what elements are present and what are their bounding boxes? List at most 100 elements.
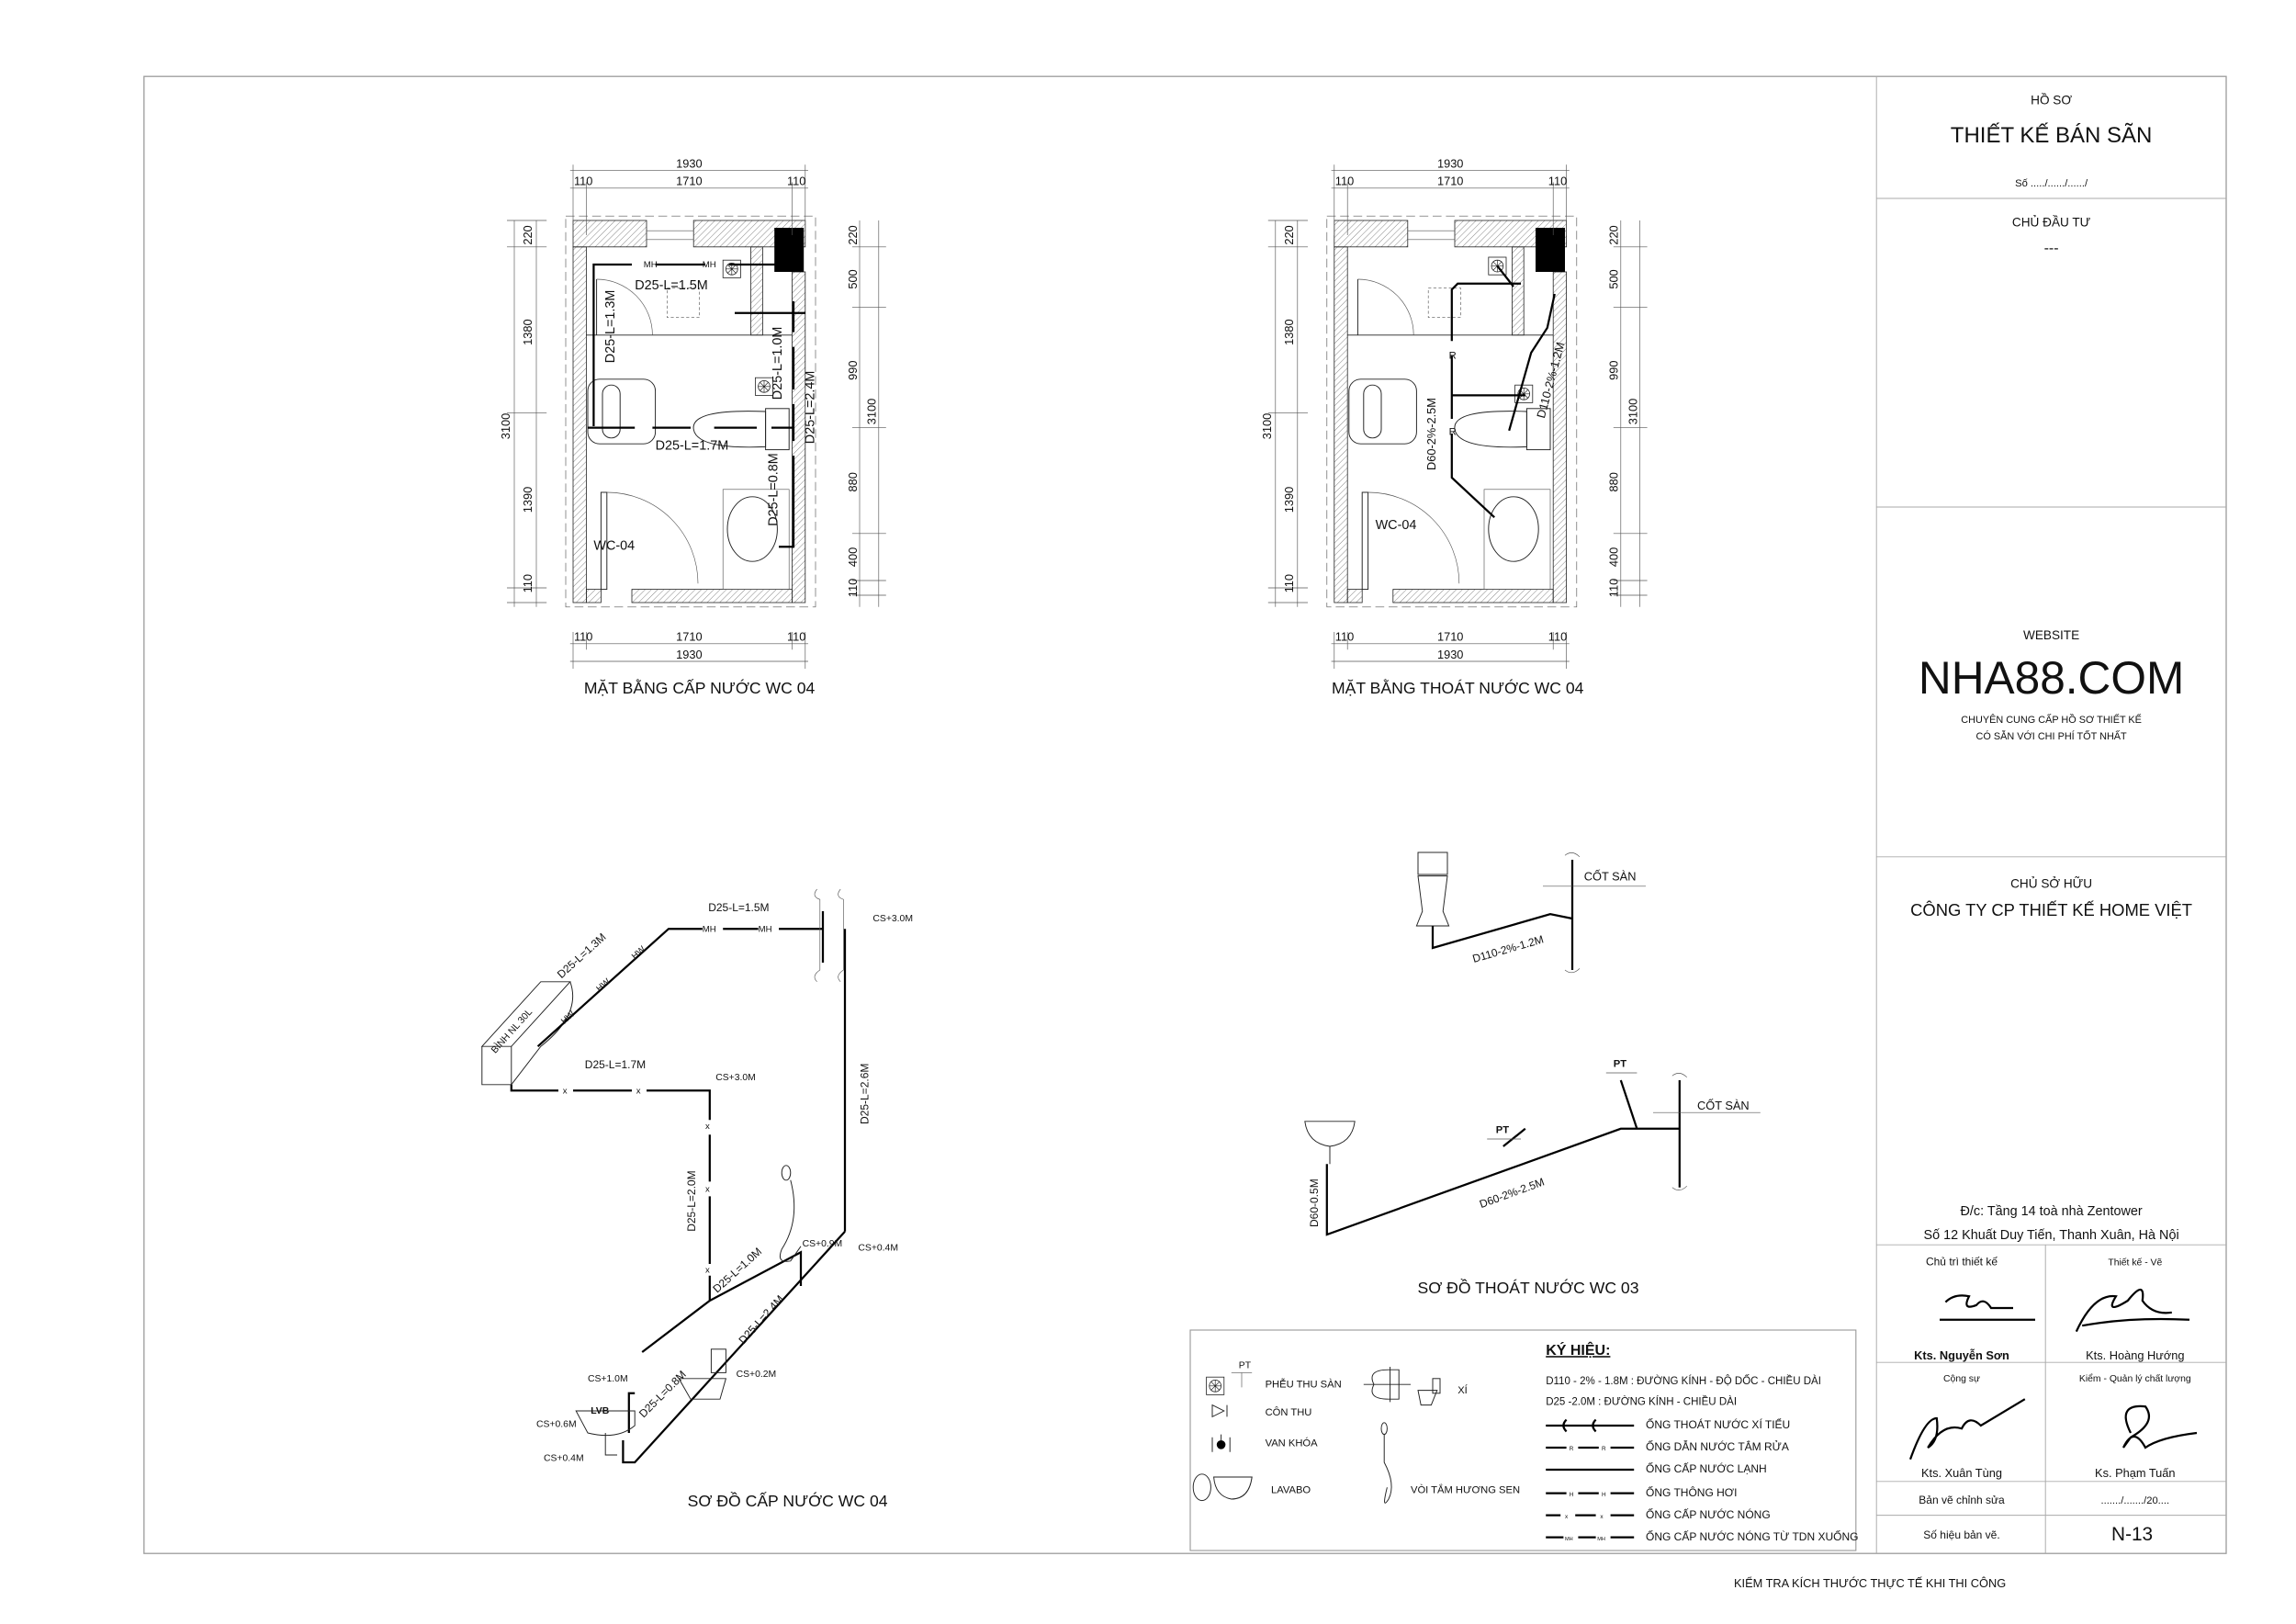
level-mark: CS+0.9M	[803, 1239, 843, 1249]
dim-wall: 110	[1548, 630, 1567, 644]
dim: 990	[1607, 361, 1621, 380]
dim: 500	[1607, 269, 1621, 288]
line-mark: x	[1565, 1514, 1569, 1520]
legend-title: KÝ HIỆU:	[1546, 1341, 1610, 1359]
dim-total-width: 1930	[676, 648, 702, 661]
hw-mark: HW	[594, 976, 613, 995]
dim-wall: 110	[787, 630, 805, 644]
line-mark: MH	[1597, 1537, 1605, 1542]
level-mark: CS+0.2M	[737, 1370, 777, 1380]
dim-inner-width: 1710	[1437, 175, 1463, 188]
dim: 880	[1607, 472, 1621, 491]
legend-item: LAVABO	[1271, 1485, 1311, 1496]
legend-pt: PT	[1239, 1361, 1252, 1371]
pipe-label: D25-L=1.7M	[656, 439, 729, 454]
signature-pham-tuan	[2122, 1404, 2198, 1449]
pipe-label: D25-L=1.5M	[635, 278, 708, 293]
level-mark: CS+0.4M	[858, 1244, 898, 1254]
mh-mark: MH	[644, 260, 658, 270]
pipe-label: D60-2%-2.5M	[1424, 398, 1438, 470]
sheet-number: N-13	[2111, 1524, 2153, 1545]
supply-diagram: BÌNH NL 30L MH MH HW HW HW x x x x x D25…	[480, 888, 913, 1510]
dim: 110	[846, 579, 860, 597]
pipe-label: D25-L=2.0M	[685, 1170, 698, 1231]
line-mark: R	[1570, 1446, 1574, 1452]
pipe-label: D25-L=2.4M	[803, 371, 817, 445]
pt-label: PT	[1614, 1059, 1626, 1070]
x-mark: x	[563, 1086, 568, 1096]
water-heater-icon	[480, 981, 574, 1086]
room-label: WC-04	[593, 538, 635, 553]
level-mark: CS+0.6M	[536, 1420, 577, 1430]
sheet-number-label: Số hiệu bản vẽ.	[1923, 1528, 1999, 1541]
dim: 110	[1282, 574, 1296, 592]
legend-line-label: ỐNG CẤP NƯỚC NÓNG	[1646, 1507, 1771, 1521]
level-mark: CS+3.0M	[715, 1073, 756, 1083]
line-mark: MH	[1565, 1537, 1573, 1542]
supply-plan: MH MH D25-L=1.5M D25-L=1.3M D25-L=1.0M D…	[499, 156, 887, 697]
dim-total-height: 3100	[1260, 413, 1274, 439]
shower-icon	[779, 1165, 802, 1262]
dim: 1390	[1282, 487, 1296, 513]
pipe-label: D25-L=2.4M	[736, 1292, 786, 1347]
dim-wall: 110	[574, 630, 592, 644]
role-label: Thiết kế - Vẽ	[2108, 1257, 2162, 1269]
reducer-icon	[1211, 1404, 1228, 1418]
dim: 990	[846, 361, 860, 380]
dim-total-height: 3100	[499, 413, 512, 439]
x-mark: x	[705, 1266, 710, 1276]
legend-item: XÍ	[1458, 1384, 1468, 1396]
dim-inner-width: 1710	[676, 630, 702, 644]
dim: 400	[1607, 547, 1621, 567]
toilet-icon	[678, 1348, 727, 1400]
title-block: HỒ SƠ THIẾT KẾ BÁN SÃN Số ...../....../.…	[1875, 76, 2226, 1554]
person-name: Kts. Hoàng Hướng	[2086, 1348, 2184, 1362]
pipe-label: D60-0.5M	[1308, 1179, 1321, 1227]
dim: 1380	[1282, 319, 1296, 344]
shower-icon	[1380, 1422, 1392, 1504]
line-mark: H	[1570, 1492, 1574, 1498]
dim: 1380	[521, 319, 535, 344]
dim-total-width: 1930	[1437, 648, 1463, 661]
dim: 110	[521, 574, 535, 592]
x-mark: x	[636, 1086, 641, 1096]
pipe-label: D25-L=1.0M	[710, 1245, 764, 1295]
dim-inner-width: 1710	[1437, 630, 1463, 644]
revision-date: ......./......./20....	[2100, 1495, 2169, 1506]
legend-line-label: ỐNG THÔNG HƠI	[1646, 1485, 1737, 1499]
floor-level-label: CỐT SÀN	[1697, 1099, 1750, 1112]
mh-mark: MH	[703, 260, 716, 270]
supply-diagram-title: SƠ ĐỒ CẤP NƯỚC WC 04	[688, 1491, 888, 1510]
owner-name: CÔNG TY CP THIẾT KẾ HOME VIỆT	[1910, 900, 2192, 919]
line-mark: R	[1602, 1446, 1606, 1452]
dim: 110	[1607, 579, 1621, 597]
dim: 880	[846, 472, 860, 491]
dim: 1390	[521, 487, 535, 513]
dim-total-height: 3100	[1626, 399, 1639, 424]
legend-item: PHỄU THU SÀN	[1266, 1378, 1342, 1390]
valve-icon	[1211, 1434, 1231, 1452]
legend-line-label: ỐNG THOÁT NƯỚC XÍ TIỂU	[1646, 1417, 1790, 1431]
supply-plan-title: MẶT BẰNG CẤP NƯỚC WC 04	[584, 678, 816, 697]
legend-item: VÒI TẮM HƯƠNG SEN	[1411, 1484, 1520, 1496]
line-mark: x	[1600, 1514, 1604, 1520]
pt-label: PT	[1496, 1125, 1509, 1136]
line-mark: H	[1602, 1492, 1606, 1498]
mh-mark: MH	[703, 924, 716, 934]
legend: PT PHỄU THU SÀN CÔN THU VAN KHÓA LAVABO …	[1189, 1329, 1858, 1551]
sheet-frame	[143, 75, 2227, 1554]
hw-mark: HW	[630, 944, 648, 963]
owner-label: CHỦ SỞ HỮU	[2010, 876, 2092, 890]
level-mark: CS+1.0M	[588, 1374, 628, 1384]
dim: 220	[1282, 225, 1296, 244]
r-mark: R	[1449, 350, 1457, 361]
investor-value: ---	[2044, 241, 2059, 256]
legend-note: D25 -2.0M : ĐƯỜNG KÍNH - CHIỀU DÀI	[1546, 1396, 1737, 1408]
drain-plan-title: MẶT BẰNG THOÁT NƯỚC WC 04	[1332, 678, 1584, 697]
level-mark: CS+0.4M	[544, 1453, 584, 1463]
role-label: Kiểm - Quản lý chất lượng	[2079, 1373, 2191, 1384]
project-title: THIẾT KẾ BÁN SÃN	[1951, 122, 2153, 148]
level-mark: CS+3.0M	[872, 914, 913, 924]
revision-label: Bản vẽ chỉnh sửa	[1919, 1494, 2005, 1506]
toilet-icon	[1363, 1367, 1441, 1406]
